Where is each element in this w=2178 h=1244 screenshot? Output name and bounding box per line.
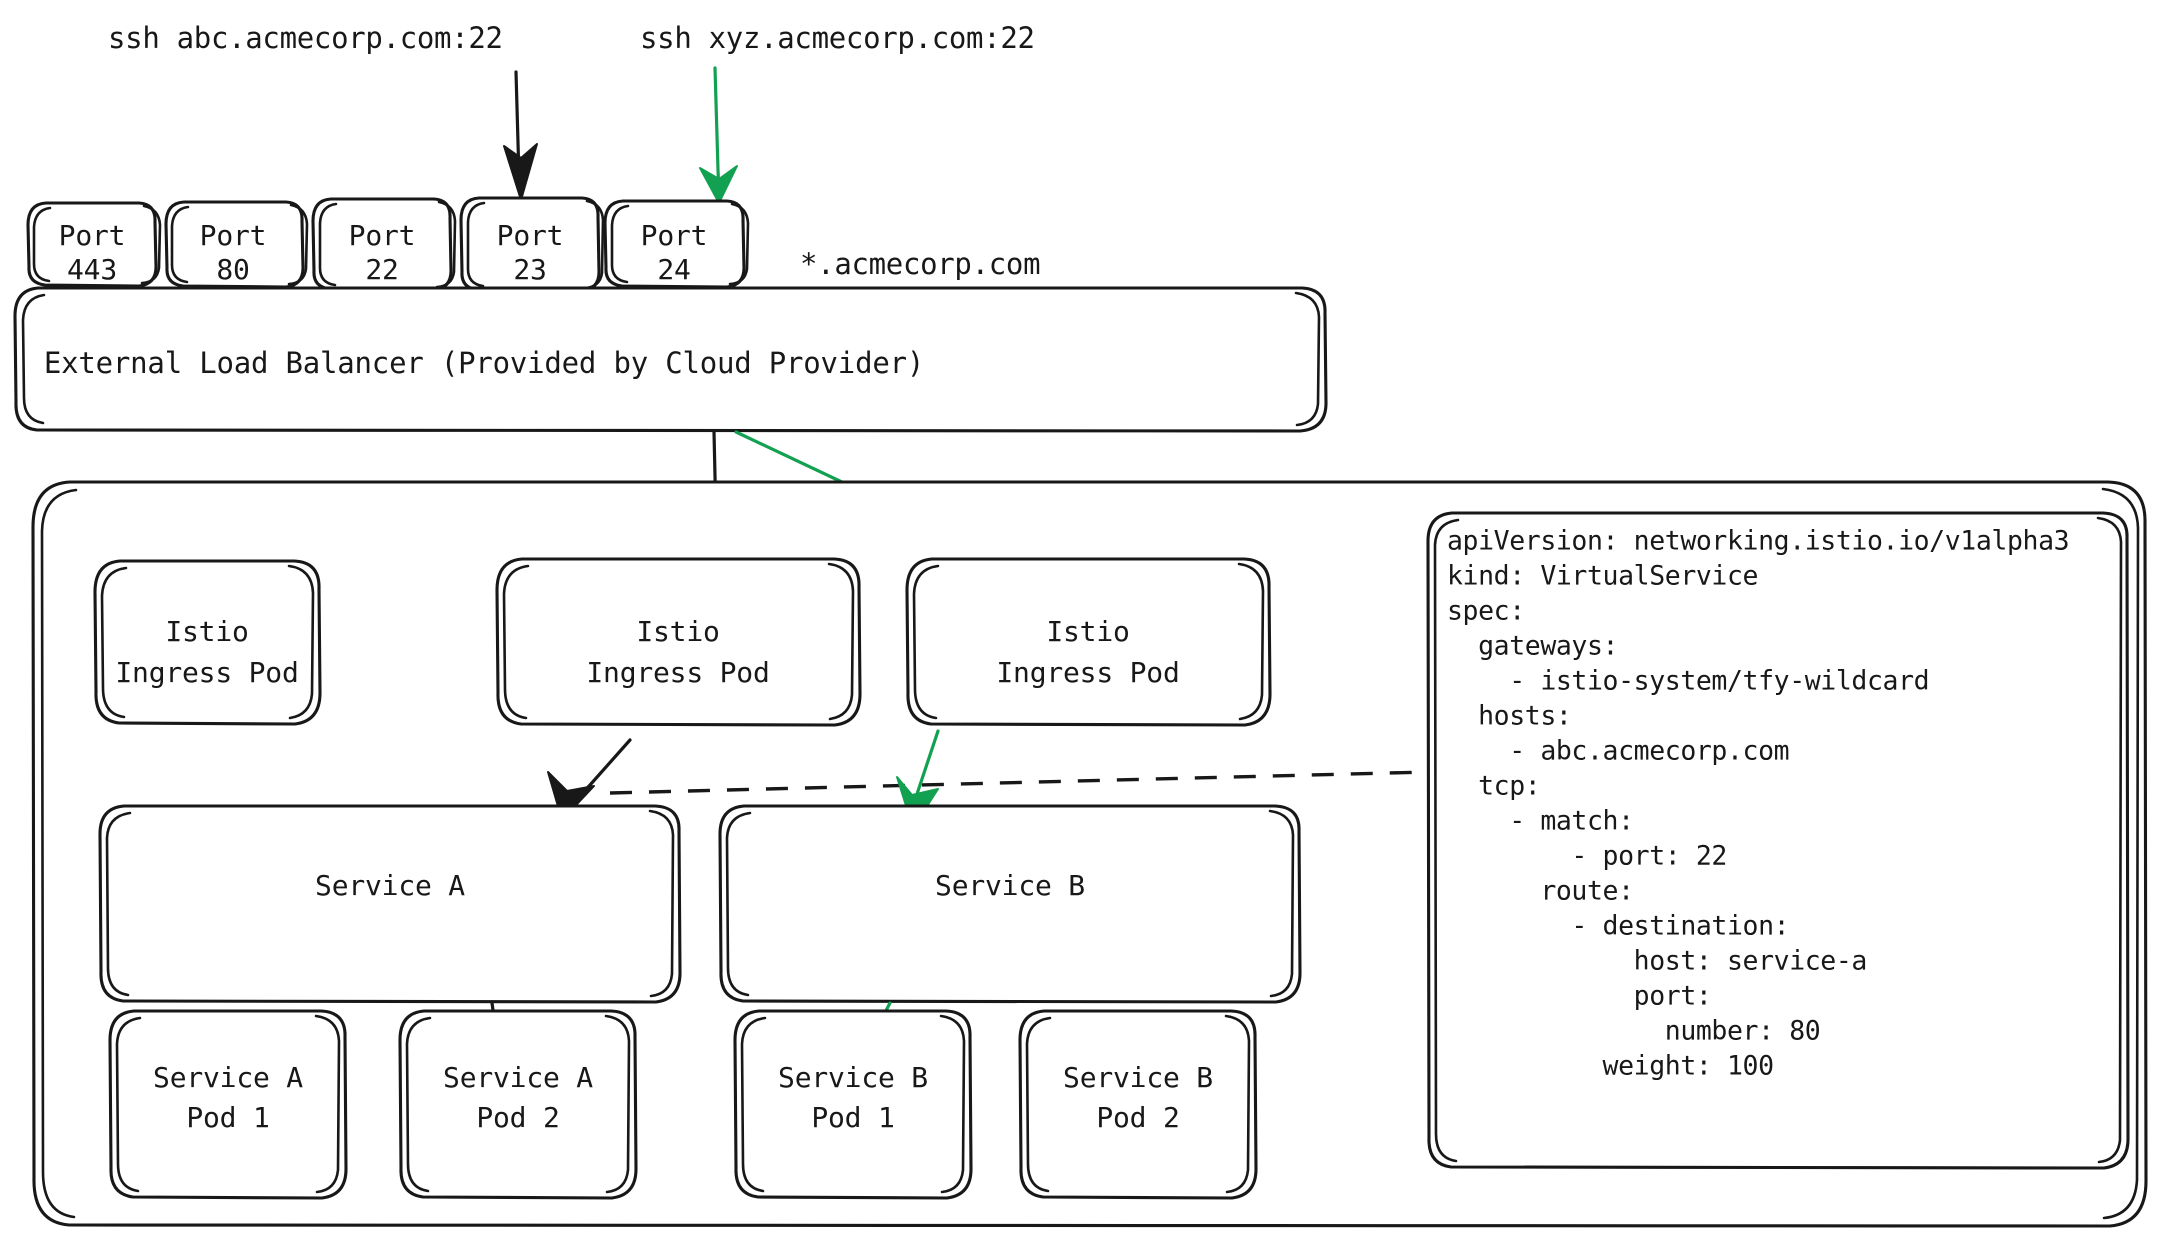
service-a-pod-2[interactable]: Service A Pod 2	[398, 1009, 638, 1200]
port-box-443-line1: Port	[59, 219, 126, 252]
virtualservice-yaml-panel[interactable]	[1426, 511, 2130, 1170]
service-b-pod-2[interactable]: Service B Pod 2	[1018, 1009, 1258, 1200]
service-b-pod-1-line1: Service B	[778, 1061, 928, 1094]
load-balancer-label: External Load Balancer (Provided by Clou…	[44, 346, 924, 380]
service-b-pod-1-line2: Pod 1	[811, 1101, 894, 1134]
yaml-line-8: - match:	[1447, 806, 1634, 837]
service-a-pod-2-line2: Pod 2	[476, 1101, 559, 1134]
port-box-23[interactable]: Port 23	[459, 196, 605, 293]
yaml-line-7: tcp:	[1447, 771, 1540, 802]
port-box-22-line2: 22	[365, 253, 398, 286]
yaml-line-5: hosts:	[1447, 701, 1571, 732]
yaml-line-0: apiVersion: networking.istio.io/v1alpha3	[1447, 526, 2069, 557]
istio-ingress-pod-3-line2: Ingress Pod	[996, 656, 1179, 689]
port-box-23-line2: 23	[513, 253, 546, 286]
service-b[interactable]: Service B	[718, 804, 1302, 1004]
arrow-ssh-xyz-to-port-23	[699, 66, 738, 204]
service-a-label: Service A	[315, 869, 465, 902]
port-box-24[interactable]: Port 24	[603, 199, 750, 289]
port-box-23-line1: Port	[497, 219, 564, 252]
yaml-line-1: kind: VirtualService	[1447, 561, 1758, 592]
yaml-line-11: - destination:	[1447, 911, 1789, 942]
dashed-connector-yaml-to-service-a	[609, 770, 1428, 795]
istio-ingress-pod-2-line2: Ingress Pod	[586, 656, 769, 689]
yaml-text-block: apiVersion: networking.istio.io/v1alpha3…	[1447, 526, 2070, 1082]
port-box-443-line2: 443	[67, 253, 117, 286]
istio-ingress-pod-3-line1: Istio	[1046, 615, 1129, 648]
arrow-ssh-abc-to-port-22	[503, 70, 538, 201]
service-a-pod-1[interactable]: Service A Pod 1	[108, 1009, 348, 1200]
port-box-24-line1: Port	[641, 219, 708, 252]
service-a[interactable]: Service A	[98, 804, 682, 1004]
yaml-line-12: host: service-a	[1447, 946, 1867, 977]
ssh-abc-label: ssh abc.acmecorp.com:22	[108, 21, 503, 55]
yaml-line-10: route:	[1447, 876, 1634, 907]
external-load-balancer[interactable]: External Load Balancer (Provided by Clou…	[13, 286, 1328, 433]
istio-ingress-pod-2-line1: Istio	[636, 615, 719, 648]
service-a-pod-2-line1: Service A	[443, 1061, 593, 1094]
port-box-80-line2: 80	[216, 253, 249, 286]
yaml-line-13: port:	[1447, 981, 1711, 1012]
port-box-22[interactable]: Port 22	[311, 197, 457, 292]
istio-ingress-pod-2[interactable]: Istio Ingress Pod	[495, 557, 862, 727]
port-box-80-line1: Port	[200, 219, 267, 252]
yaml-line-3: gateways:	[1447, 631, 1618, 662]
istio-ingress-pod-1-line2: Ingress Pod	[115, 656, 298, 689]
ssh-xyz-label: ssh xyz.acmecorp.com:22	[640, 21, 1035, 55]
yaml-line-14: number: 80	[1447, 1016, 1820, 1047]
service-a-pod-1-line1: Service A	[153, 1061, 303, 1094]
port-box-22-line1: Port	[349, 219, 416, 252]
service-a-pod-1-line2: Pod 1	[186, 1101, 269, 1134]
port-box-80[interactable]: Port 80	[164, 200, 309, 289]
yaml-line-4: - istio-system/tfy-wildcard	[1447, 666, 1929, 697]
istio-ingress-pod-3[interactable]: Istio Ingress Pod	[905, 557, 1272, 727]
service-b-pod-2-line2: Pod 2	[1096, 1101, 1179, 1134]
yaml-line-6: - abc.acmecorp.com	[1447, 736, 1789, 767]
service-b-label: Service B	[935, 869, 1085, 902]
port-box-443[interactable]: Port 443	[26, 201, 162, 288]
service-b-pod-1[interactable]: Service B Pod 1	[733, 1009, 973, 1200]
yaml-line-9: - port: 22	[1447, 841, 1727, 872]
wildcard-domain-label: *.acmecorp.com	[800, 247, 1040, 281]
istio-ingress-pod-1[interactable]: Istio Ingress Pod	[93, 559, 322, 726]
istio-ingress-pod-1-line1: Istio	[165, 615, 248, 648]
port-box-24-line2: 24	[657, 253, 690, 286]
service-b-pod-2-line1: Service B	[1063, 1061, 1213, 1094]
yaml-line-15: weight: 100	[1447, 1051, 1774, 1082]
yaml-line-2: spec:	[1447, 596, 1525, 627]
